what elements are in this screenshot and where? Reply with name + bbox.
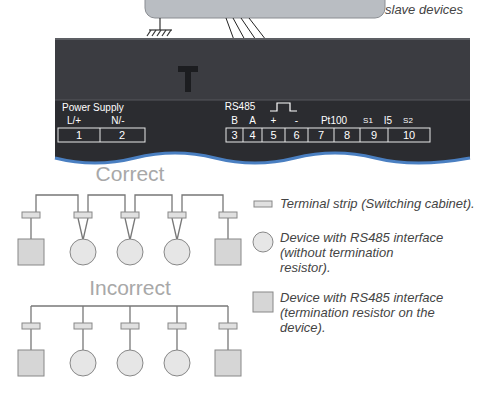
incorrect-topology xyxy=(18,306,241,376)
housing-ridge xyxy=(55,100,470,101)
signal-name: S2 xyxy=(403,116,413,125)
cable-note: slave devices xyxy=(385,3,463,18)
pin-number: 5 xyxy=(270,129,276,142)
pin-number: 7 xyxy=(318,129,324,142)
t-slot xyxy=(178,66,198,92)
signal-name: - xyxy=(295,115,298,127)
device-housing xyxy=(55,38,470,102)
signal-name: I5 xyxy=(384,115,392,127)
ground-symbol xyxy=(147,18,172,36)
housing-front xyxy=(55,100,470,163)
pin-number: 10 xyxy=(403,129,415,142)
signal-name: A xyxy=(249,115,256,127)
signal-name: S1 xyxy=(363,116,373,125)
signal-name: N/- xyxy=(111,115,124,127)
signal-name: B xyxy=(231,115,238,127)
bus-topologies xyxy=(18,195,241,376)
group-name: RS485 xyxy=(225,101,256,113)
housing-edge xyxy=(55,38,470,40)
correct-topology xyxy=(18,195,241,265)
device-circle-sample xyxy=(253,232,273,252)
pin-number: 6 xyxy=(293,129,299,142)
pin-number: 8 xyxy=(344,129,350,142)
pin-number: 9 xyxy=(371,129,377,142)
pin-number: 1 xyxy=(76,129,82,142)
terminal-blocks xyxy=(58,128,430,142)
housing-cut-edge xyxy=(55,153,470,163)
signal-name: L/+ xyxy=(67,115,81,127)
pulse-symbol xyxy=(270,103,297,111)
group-name: Power Supply xyxy=(62,102,124,114)
pin-number: 4 xyxy=(249,129,255,142)
signal-name: Pt100 xyxy=(321,115,347,127)
terminal-strip-sample xyxy=(254,201,272,207)
section-heading: Correct xyxy=(96,162,165,186)
device-square-sample xyxy=(253,292,273,312)
legend-text: Device with RS485 interface (without ter… xyxy=(280,230,445,275)
section-heading: Incorrect xyxy=(89,276,171,300)
bus-cable xyxy=(145,0,385,18)
signal-name: + xyxy=(271,115,277,127)
pin-number: 3 xyxy=(231,129,237,142)
pin-number: 2 xyxy=(119,129,125,142)
legend-text: Terminal strip (Switching cabinet). xyxy=(280,196,480,211)
bus-wires xyxy=(226,18,266,40)
legend-text: Device with RS485 interface (termination… xyxy=(280,290,445,335)
